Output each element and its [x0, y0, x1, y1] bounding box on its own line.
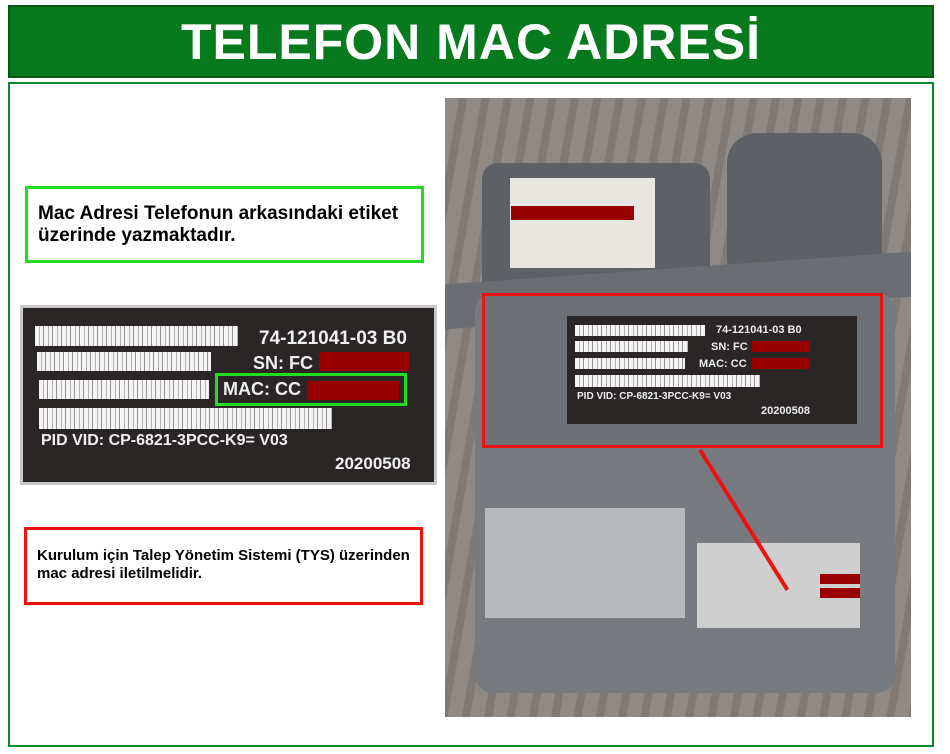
barcode [37, 352, 211, 371]
content-frame [8, 82, 934, 747]
pid-vid: PID VID: CP-6821-3PCC-K9= V03 [41, 432, 288, 449]
barcode [39, 380, 209, 399]
barcode [39, 408, 332, 429]
tys-note: Kurulum için Talep Yönetim Sistemi (TYS)… [24, 527, 423, 605]
redaction [319, 352, 409, 371]
part-number: 74-121041-03 B0 [259, 328, 407, 349]
redaction [752, 341, 810, 352]
mac-highlight-box [215, 373, 407, 406]
serial-number: SN: FC [253, 353, 313, 373]
redaction [820, 574, 860, 584]
page-title: TELEFON MAC ADRESİ [180, 13, 762, 70]
redaction [511, 206, 634, 220]
phone-back-photo: 74-121041-03 B0 SN: FC MAC: CC PID VID: … [445, 98, 911, 717]
barcode [35, 326, 238, 346]
redaction [752, 358, 810, 369]
title-banner: TELEFON MAC ADRESİ [8, 5, 934, 78]
mac-label-closeup: 74-121041-03 B0 SN: FC MAC: CC PID VID: … [20, 305, 437, 485]
label-location-note: Mac Adresi Telefonun arkasındaki etiket … [25, 186, 424, 263]
redaction [307, 381, 399, 400]
mac-address: MAC: CC [223, 379, 301, 399]
redaction [820, 588, 860, 598]
date-code: 20200508 [335, 454, 411, 473]
label-highlight-box [482, 293, 883, 448]
